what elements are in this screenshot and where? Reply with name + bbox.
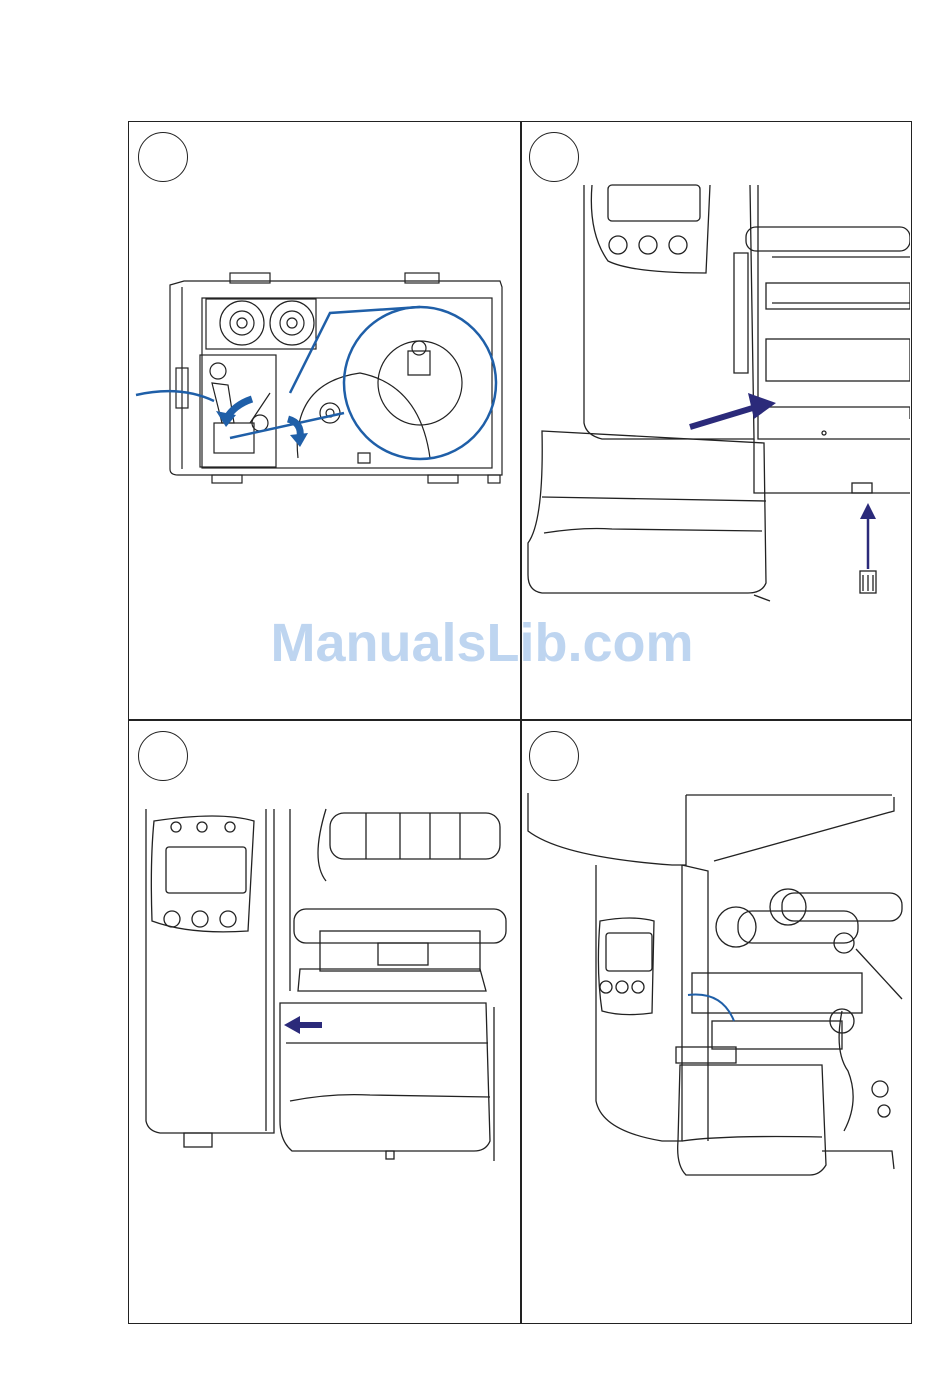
panel-step-3: [130, 721, 520, 1322]
printer-front-illustration: [130, 721, 520, 1322]
printer-iso-illustration: [522, 721, 910, 1322]
watermark-text: ManualsLib.com: [0, 612, 950, 674]
panel-step-4: [522, 721, 910, 1322]
